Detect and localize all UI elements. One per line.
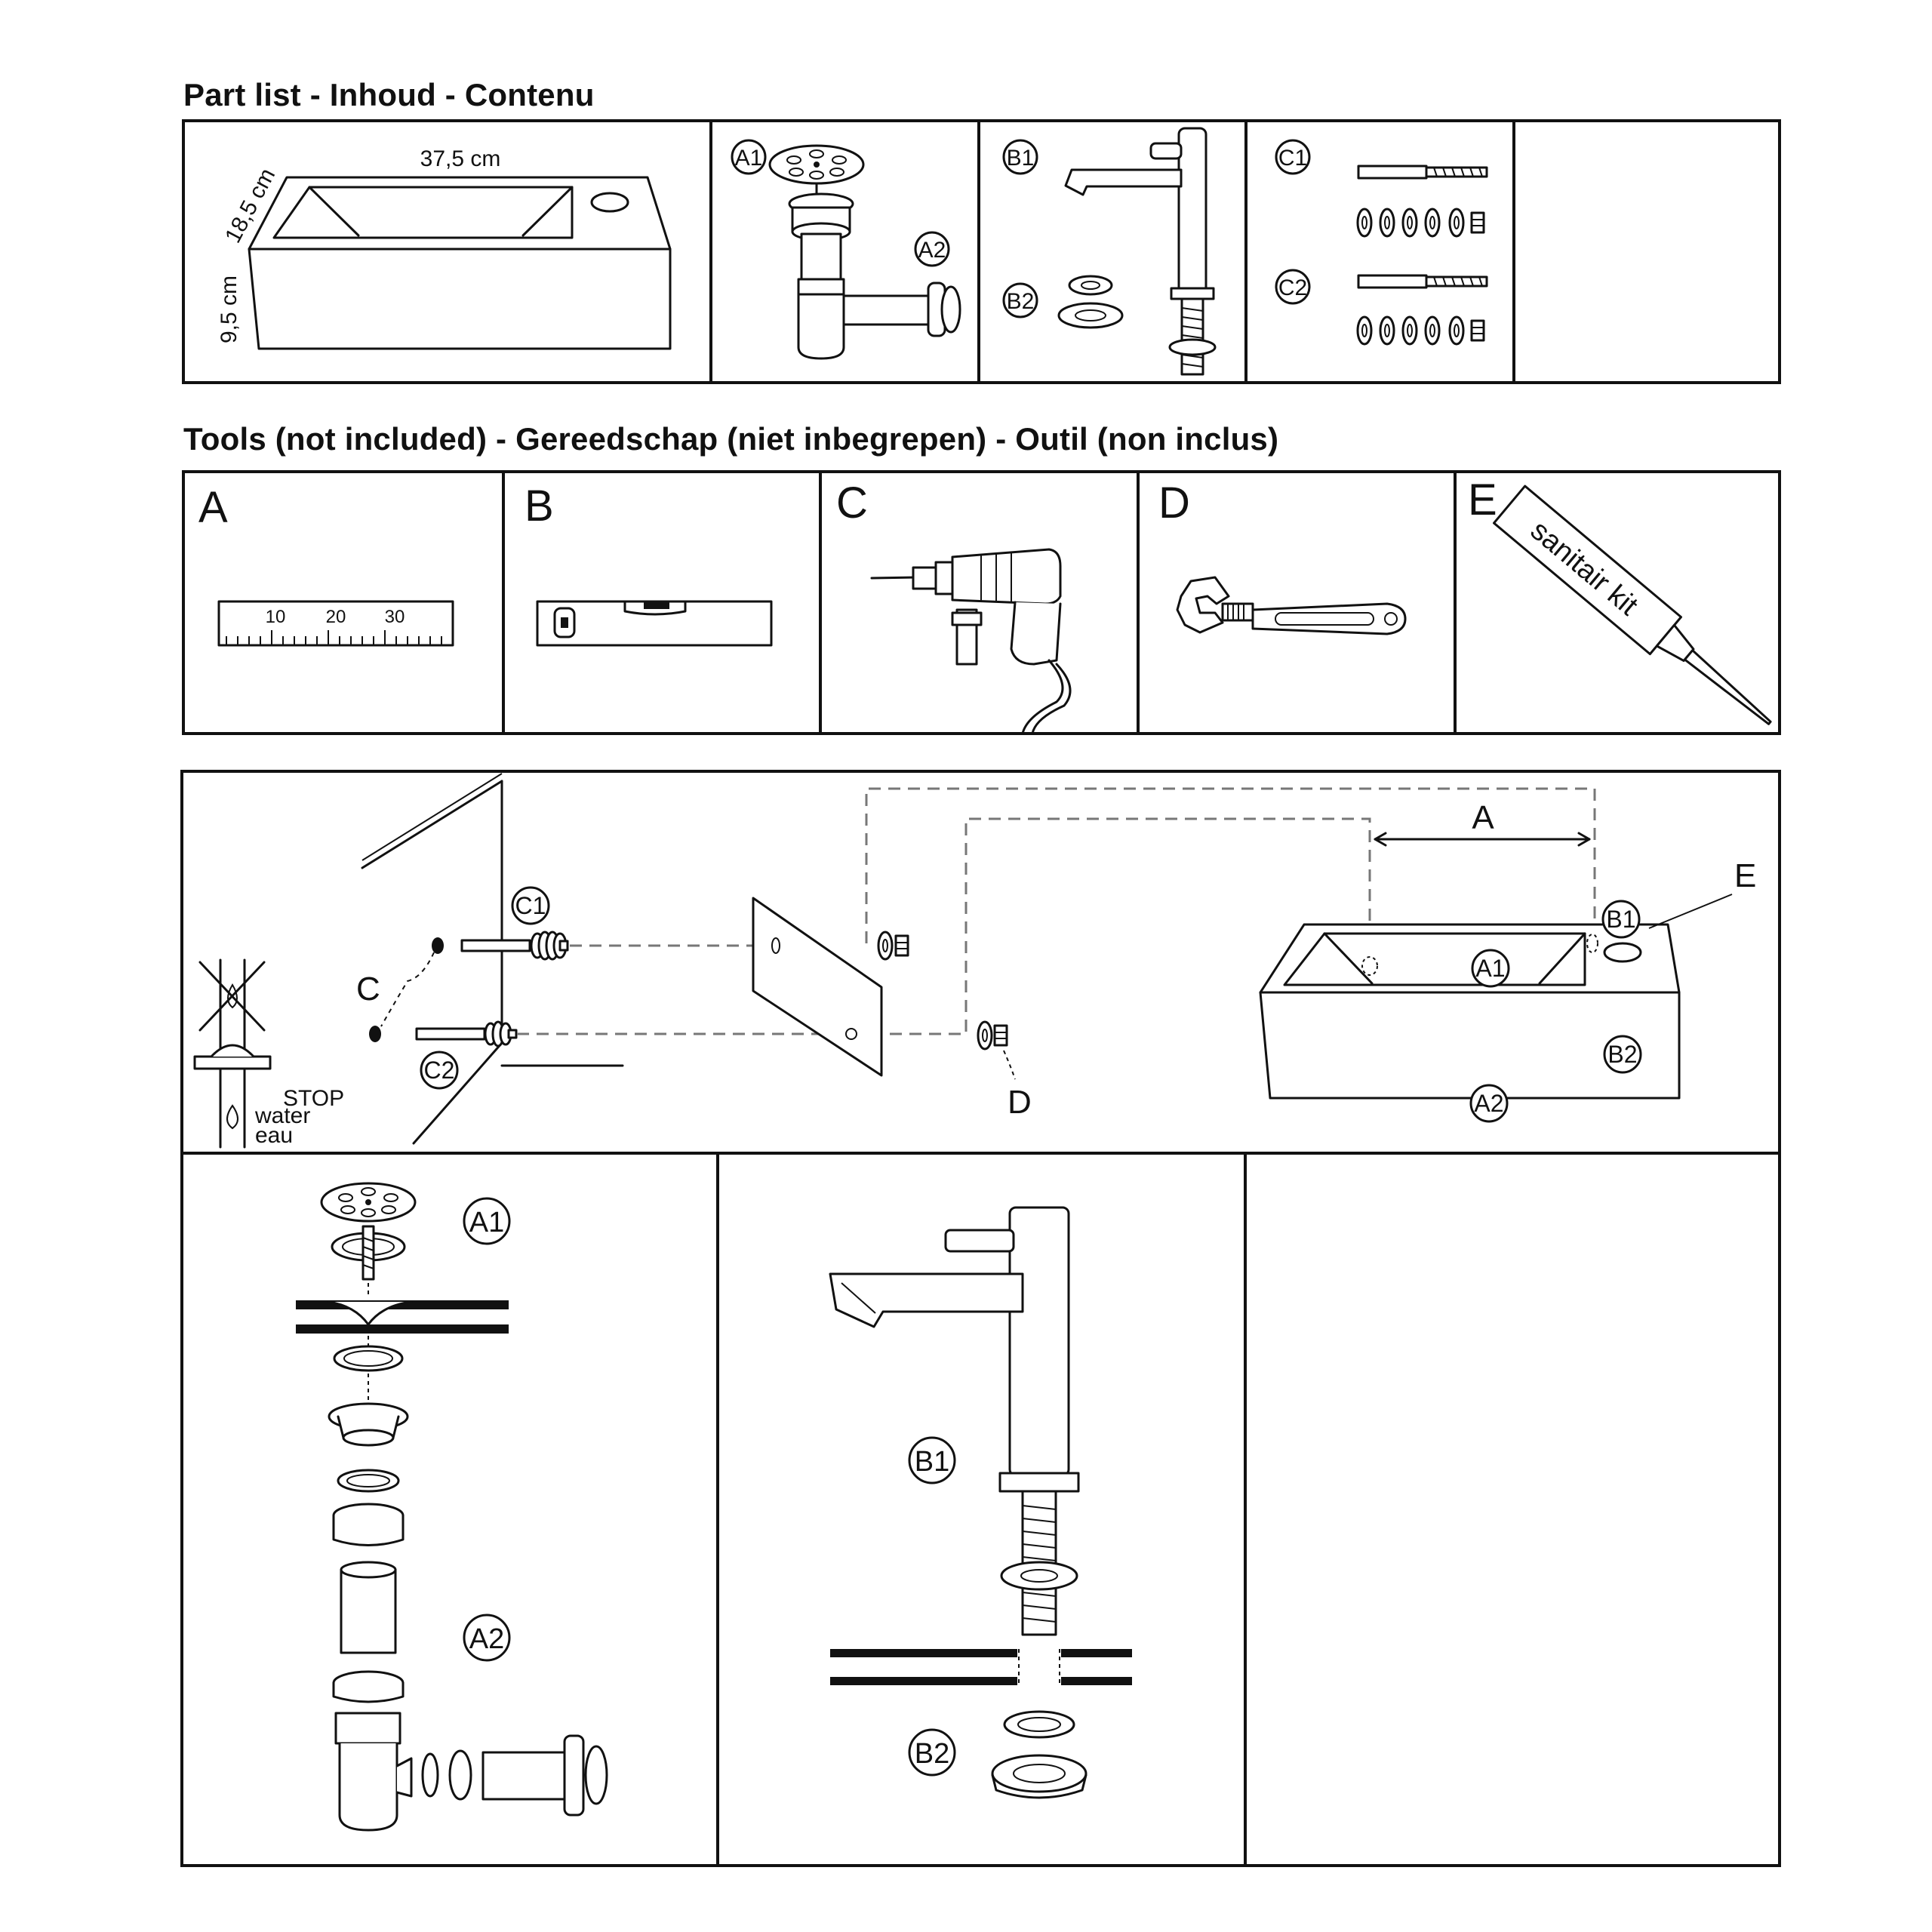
- label-c1-circle: [1275, 139, 1311, 175]
- label-c2-circle: [1275, 269, 1311, 305]
- stop-label: STOP: [283, 1086, 344, 1111]
- drain-siphon-part: A1 A2: [731, 139, 961, 360]
- part-list-heading: Part list - Inhoud - Contenu: [183, 77, 595, 112]
- mounting-plate: [752, 897, 883, 1077]
- tool-b-letter: B: [525, 481, 554, 531]
- tools-table: [182, 470, 1781, 735]
- label-b2: B2: [1007, 289, 1035, 314]
- ruler-tick-10: 10: [266, 607, 286, 627]
- wall-corner: [361, 773, 624, 1145]
- tool-d-letter: D: [1158, 478, 1190, 528]
- install-label-c1: C1: [515, 892, 546, 919]
- label-a1-circle: [731, 139, 767, 175]
- distance-a-arrow: A: [1374, 799, 1591, 847]
- wrench-icon: [1176, 576, 1407, 635]
- faucet-part: B1 B2: [1002, 127, 1217, 376]
- tool-c-letter: C: [836, 478, 868, 528]
- detail-label-b2: B2: [915, 1738, 949, 1770]
- installed-basin: E B1 A1 B2 A2: [1259, 857, 1756, 1123]
- part-list-table: [182, 119, 1781, 384]
- spirit-level-icon: [536, 600, 773, 647]
- drain-detail: A1 A2: [296, 1182, 608, 1832]
- label-a2: A2: [918, 238, 946, 263]
- screw-c2: C2: [415, 1020, 518, 1090]
- label-b1: B1: [1007, 146, 1035, 171]
- install-label-a2: A2: [1474, 1090, 1503, 1117]
- sealant-tube-text: sanitair kit: [1524, 515, 1644, 622]
- drill-icon: [870, 548, 1072, 735]
- alignment-guides: [517, 787, 1596, 1035]
- label-c2: C2: [1278, 275, 1307, 300]
- screws-part: C1 C2: [1275, 139, 1488, 346]
- installation-panel: [180, 770, 1781, 1867]
- drill-hole-label: C: [356, 971, 380, 1008]
- ruler-tick-30: 30: [385, 607, 405, 627]
- basin-width-label: 37,5 cm: [420, 146, 501, 171]
- drill-hole-top: [432, 937, 444, 954]
- ruler-icon: 10 20 30: [217, 600, 454, 647]
- label-c1: C1: [1278, 146, 1307, 171]
- tool-a-letter: A: [198, 483, 228, 532]
- distance-a-label: A: [1472, 799, 1494, 836]
- tool-e-letter: E: [1468, 475, 1497, 525]
- tools-heading: Tools (not included) - Gereedschap (niet…: [183, 421, 1279, 457]
- water-label: water: [254, 1103, 310, 1128]
- eau-label: eau: [255, 1123, 293, 1148]
- faucet-detail: B1 B2: [829, 1206, 1132, 1799]
- sealant-tube-icon: sanitair kit: [1493, 485, 1772, 725]
- label-b1-circle: [1002, 139, 1038, 175]
- wrench-pointer-label: D: [1008, 1084, 1032, 1121]
- label-a1: A1: [735, 146, 763, 171]
- detail-label-b1: B1: [915, 1446, 949, 1478]
- install-label-a1: A1: [1475, 955, 1505, 982]
- stop-water-icon: STOP water eau: [193, 958, 344, 1149]
- label-a2-circle: [914, 231, 950, 267]
- drill-hole-bottom: [369, 1026, 381, 1042]
- basin-height-label: 9,5 cm: [217, 275, 242, 343]
- screw-c1: C1: [460, 886, 569, 961]
- label-b2-circle: [1002, 282, 1038, 318]
- install-label-b2: B2: [1607, 1041, 1637, 1068]
- install-label-b1: B1: [1606, 906, 1635, 933]
- install-label-c2: C2: [424, 1057, 455, 1084]
- basin-part: 37,5 cm 18,5 cm 9,5 cm: [217, 146, 672, 350]
- ruler-tick-20: 20: [326, 607, 346, 627]
- sealant-pointer-label: E: [1734, 857, 1756, 894]
- detail-label-a1: A1: [469, 1207, 504, 1238]
- detail-label-a2: A2: [469, 1623, 504, 1655]
